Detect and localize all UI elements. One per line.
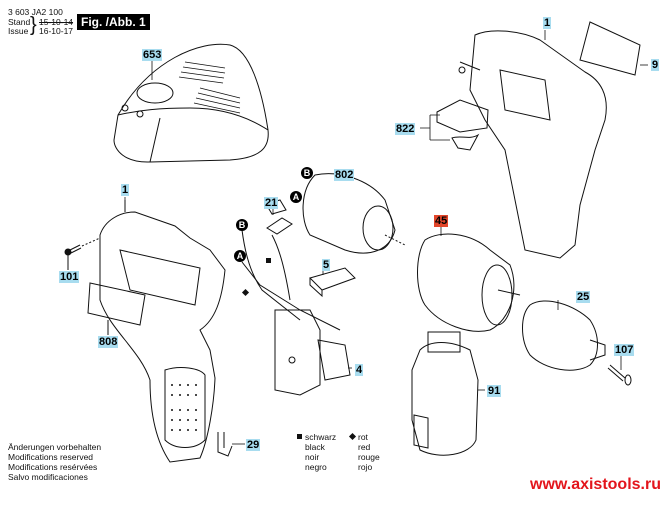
connector-a-wire: A (234, 250, 246, 262)
part-label-91[interactable]: 91 (487, 385, 502, 397)
legend-black-es: negro (305, 462, 327, 472)
part-label-822[interactable]: 822 (395, 123, 416, 135)
connector-b-motor: B (301, 167, 313, 179)
old-date: 15-10-14 (39, 17, 74, 27)
legend-red-de: rot (358, 432, 368, 442)
watermark-link[interactable]: www.axistools.ru (530, 476, 661, 493)
part-label-9[interactable]: 9 (651, 59, 660, 71)
screw-107-drawing (607, 364, 632, 386)
square-symbol-icon (297, 434, 302, 439)
figure-label: Fig. /Abb. 1 (77, 14, 150, 30)
switch-cover-drawing (309, 267, 356, 298)
part-label-25[interactable]: 25 (576, 291, 591, 303)
chuck-drawing (522, 300, 606, 371)
part-label-1-left[interactable]: 1 (121, 184, 130, 196)
battery-drawing (411, 331, 479, 456)
note-de: Änderungen vorbehalten (8, 442, 102, 452)
part-label-29[interactable]: 29 (246, 439, 261, 451)
connector-a-motor: A (290, 191, 302, 203)
housing-left-drawing (99, 200, 226, 463)
rotation-switch-drawing (436, 99, 489, 151)
note-fr: Modifications resérvées (8, 462, 98, 472)
legend-black: schwarz black noir negro (297, 432, 337, 472)
housing-right-drawing (458, 30, 607, 259)
connector-b-wire: B (236, 219, 248, 231)
black-wire-marker (266, 258, 271, 263)
part-label-101[interactable]: 101 (59, 271, 80, 283)
part-label-107[interactable]: 107 (614, 344, 635, 356)
part-label-45[interactable]: 45 (434, 215, 449, 227)
note-en: Modifications reserved (8, 452, 94, 462)
motor-drawing (302, 173, 406, 254)
part-label-21[interactable]: 21 (264, 197, 279, 209)
part-label-802[interactable]: 802 (334, 169, 355, 181)
screw-101-drawing (64, 237, 101, 270)
legend-red-en: red (358, 442, 371, 452)
part-label-5[interactable]: 5 (322, 259, 331, 271)
switch-4-drawing (274, 309, 351, 396)
nameplate-808-drawing (87, 282, 146, 335)
note-es: Salvo modificaciones (8, 472, 88, 482)
belt-clip-drawing (217, 432, 233, 457)
issue-date: 16-10-17 (39, 26, 74, 36)
legend-black-de: schwarz (305, 432, 337, 442)
brace: } (30, 14, 37, 36)
leader-lines (124, 30, 648, 445)
legend-red: rot red rouge rojo (348, 432, 380, 472)
document-number: 3 603 JA2 100 (8, 7, 63, 17)
legend-black-en: black (305, 442, 325, 452)
gearbox-drawing (417, 233, 521, 332)
part-label-1-right[interactable]: 1 (543, 17, 552, 29)
part-label-653[interactable]: 653 (142, 49, 163, 61)
legend-black-fr: noir (305, 452, 320, 462)
legend-red-fr: rouge (358, 452, 380, 462)
part-label-808[interactable]: 808 (98, 336, 119, 348)
part-label-4[interactable]: 4 (355, 364, 364, 376)
charger-drawing (113, 43, 269, 163)
issue-label: Issue (8, 26, 29, 36)
stand-label: Stand (8, 17, 31, 27)
label-9-drawing (579, 21, 641, 76)
legend-red-es: rojo (358, 462, 373, 472)
notes: Änderungen vorbehalten Modifications res… (8, 442, 101, 482)
